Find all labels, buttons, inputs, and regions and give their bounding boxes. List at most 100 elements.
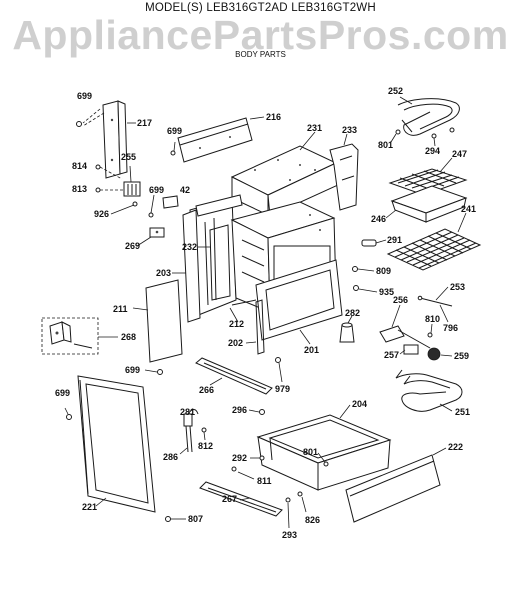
callout-label: 257 — [384, 350, 399, 360]
callout-label: 286 — [163, 452, 178, 462]
callout-label: 231 — [307, 123, 322, 133]
callout-label: 813 — [72, 184, 87, 194]
callout-label: 233 — [342, 125, 357, 135]
callout-label: 926 — [94, 209, 109, 219]
screw-699-door — [64, 407, 72, 420]
side-wrapper-203 — [182, 209, 201, 323]
screw-810 — [427, 323, 433, 338]
side-panel-232 — [209, 224, 231, 301]
leveling-leg-282 — [339, 322, 355, 343]
socket-257 — [403, 344, 419, 355]
callout-label: 811 — [257, 476, 272, 486]
bracket-253 — [417, 295, 453, 307]
clip-294 — [431, 127, 455, 147]
door-frame-202 — [255, 299, 265, 355]
screw-293 — [285, 497, 291, 529]
callout-label: 241 — [461, 204, 476, 214]
drawer-rail-267 — [199, 481, 283, 517]
callout-label: 216 — [266, 112, 281, 122]
callout-label: 801 — [378, 140, 393, 150]
callout-label: 269 — [125, 241, 140, 251]
broiler-grid-247 — [388, 168, 468, 196]
screw-826 — [297, 491, 307, 513]
callout-labels: 699 217 699 216 231 233 252 801 294 247 … — [55, 86, 476, 540]
callout-label: 282 — [345, 308, 360, 318]
bracket-268 — [41, 317, 99, 355]
callout-label: 201 — [304, 345, 319, 355]
callout-label: 253 — [450, 282, 465, 292]
callout-label: 42 — [180, 185, 190, 195]
callout-label: 266 — [199, 385, 214, 395]
callout-label: 246 — [371, 214, 386, 224]
broiler-pan-246 — [390, 185, 468, 223]
callout-label: 252 — [388, 86, 403, 96]
callout-label: 699 — [149, 185, 164, 195]
callout-label: 293 — [282, 530, 297, 540]
callout-label: 812 — [198, 441, 213, 451]
clip-42 — [162, 195, 179, 209]
callout-label: 294 — [425, 146, 440, 156]
screw-811 — [231, 466, 255, 480]
callout-label: 255 — [121, 152, 136, 162]
sensor-256 — [379, 325, 431, 349]
back-panel-211 — [145, 279, 183, 363]
broil-element-252 — [397, 98, 460, 136]
callout-label: 222 — [448, 442, 463, 452]
callout-label: 699 — [167, 126, 182, 136]
latch-rod-286 — [185, 425, 193, 453]
callout-label: 979 — [275, 384, 290, 394]
screw-699-left — [148, 194, 155, 218]
front-frame-201 — [255, 259, 343, 341]
vent-duct-233 — [329, 143, 359, 211]
screw-796 — [439, 304, 449, 323]
callout-label: 212 — [229, 319, 244, 329]
model-title: MODEL(S) LEB316GT2AD LEB316GT2WH — [145, 2, 376, 14]
callout-label: 296 — [232, 405, 247, 415]
screw-809 — [352, 266, 375, 272]
kick-rail-266 — [195, 357, 273, 395]
hinge-269 — [149, 227, 165, 238]
oven-rack-241 — [386, 228, 482, 271]
callout-label: 204 — [352, 399, 367, 409]
rack-support-291 — [361, 239, 377, 247]
screw-801-drawer — [317, 452, 329, 467]
screw-801-top — [390, 129, 401, 143]
screw-812 — [201, 427, 207, 441]
callout-label: 251 — [455, 407, 470, 417]
callout-label: 291 — [387, 235, 402, 245]
callout-label: 267 — [222, 494, 237, 504]
latch-281 — [183, 409, 199, 427]
callout-label: 268 — [121, 332, 136, 342]
section-title: BODY PARTS — [235, 50, 286, 59]
screw-813 — [95, 187, 123, 193]
callout-label: 814 — [72, 161, 87, 171]
callout-label: 221 — [82, 502, 97, 512]
callout-label: 281 — [180, 407, 195, 417]
callout-label: 807 — [188, 514, 203, 524]
screw-699-top-left — [76, 121, 82, 127]
door-assembly-221 — [77, 375, 156, 513]
callout-label: 203 — [156, 268, 171, 278]
screw-979 — [275, 357, 283, 383]
screw-699-lower — [144, 369, 163, 375]
callout-label: 699 — [77, 91, 92, 101]
callout-label: 810 — [425, 314, 440, 324]
callout-label: 202 — [228, 338, 243, 348]
screw-296 — [248, 409, 265, 415]
top-panel-216 — [177, 117, 253, 163]
screw-935 — [353, 285, 378, 293]
screw-926 — [110, 201, 138, 215]
screw-807 — [165, 516, 186, 522]
screw-699-top-mid — [170, 141, 176, 156]
bake-element-251 — [395, 369, 463, 412]
callout-label: 211 — [113, 304, 128, 314]
drawer-front-222 — [345, 454, 441, 523]
drawer-204 — [256, 414, 392, 491]
callout-label: 217 — [137, 118, 152, 128]
frame-212 — [231, 299, 257, 306]
callout-label: 699 — [55, 388, 70, 398]
screw-292 — [250, 455, 265, 461]
panel-bracket-217 — [102, 100, 128, 179]
